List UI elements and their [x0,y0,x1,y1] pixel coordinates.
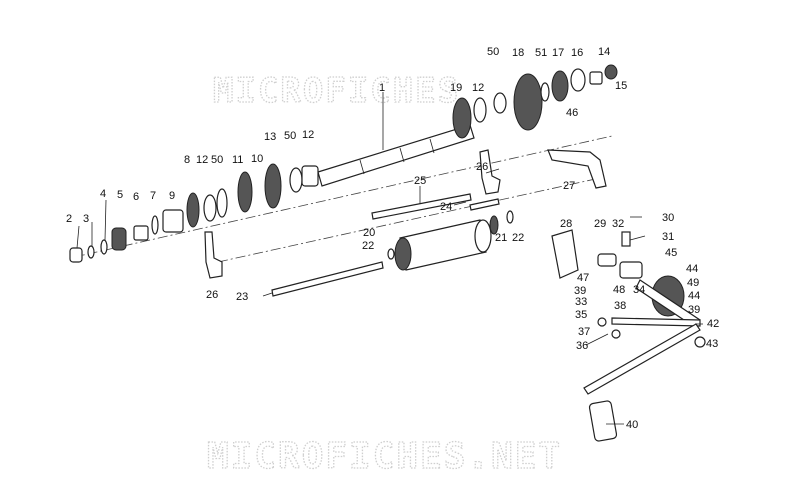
label-7: 7 [150,190,156,202]
label-39: 39 [574,285,586,297]
label-3: 3 [83,213,89,225]
label-34: 34 [633,284,645,296]
label-25: 25 [414,175,426,187]
label-20: 20 [363,227,375,239]
watermark-bottom: MICROFICHES.NET [207,436,562,477]
fork-axis [217,177,601,263]
label-44-b: 44 [688,290,700,302]
label-42: 42 [707,318,719,330]
label-26-lower: 26 [206,289,218,301]
label-13: 13 [264,131,276,143]
label-38: 38 [614,300,626,312]
label-24: 24 [440,201,452,213]
label-28: 28 [560,218,572,230]
label-32: 32 [612,218,624,230]
label-46: 46 [566,107,578,119]
label-10: 10 [251,153,263,165]
label-36: 36 [576,340,588,352]
watermark-top: MICROFICHES [213,71,460,111]
left-gear-cluster [69,163,319,263]
label-17: 17 [552,47,564,59]
label-27: 27 [563,180,575,192]
label-22-right: 22 [512,232,524,244]
label-5: 5 [117,189,123,201]
label-18: 18 [512,47,524,59]
label-31: 31 [662,231,674,243]
label-2: 2 [66,213,72,225]
label-51: 51 [535,47,547,59]
label-47: 47 [577,272,589,284]
label-29: 29 [594,218,606,230]
label-50-left: 50 [211,154,223,166]
label-50-mid: 50 [284,130,296,142]
callout-labels: 1 2 3 4 5 6 7 9 8 12 50 11 10 13 50 12 1… [66,46,719,431]
label-44-a: 44 [686,263,698,275]
selector-drum [387,210,514,271]
label-12-mid: 12 [302,129,314,141]
label-19: 19 [450,82,462,94]
label-4: 4 [100,188,106,200]
label-6: 6 [133,191,139,203]
label-21: 21 [495,232,507,244]
label-14: 14 [598,46,610,58]
label-15: 15 [615,80,627,92]
label-12-top: 12 [472,82,484,94]
label-43: 43 [706,338,718,350]
label-1: 1 [379,82,385,94]
label-48: 48 [613,284,625,296]
label-30: 30 [662,212,674,224]
label-41: 39 [688,304,700,316]
label-45: 45 [665,247,677,259]
gear-pedal-linkage [551,229,706,442]
label-12-left: 12 [196,154,208,166]
label-33: 33 [575,296,587,308]
upper-gear-cluster [452,64,618,139]
label-40: 40 [626,419,638,431]
label-26-upper: 26 [476,161,488,173]
label-22-left: 22 [362,240,374,252]
label-16: 16 [571,47,583,59]
label-37: 37 [578,326,590,338]
selector-rods [271,193,500,297]
label-23: 23 [236,291,248,303]
label-8: 8 [184,154,190,166]
label-35: 35 [575,309,587,321]
label-49: 49 [687,277,699,289]
leader-lines [76,92,703,425]
label-50-top: 50 [487,46,499,58]
main-shaft-axis [69,135,613,259]
label-9: 9 [169,190,175,202]
label-11: 11 [232,154,243,166]
main-shaft [317,124,475,187]
